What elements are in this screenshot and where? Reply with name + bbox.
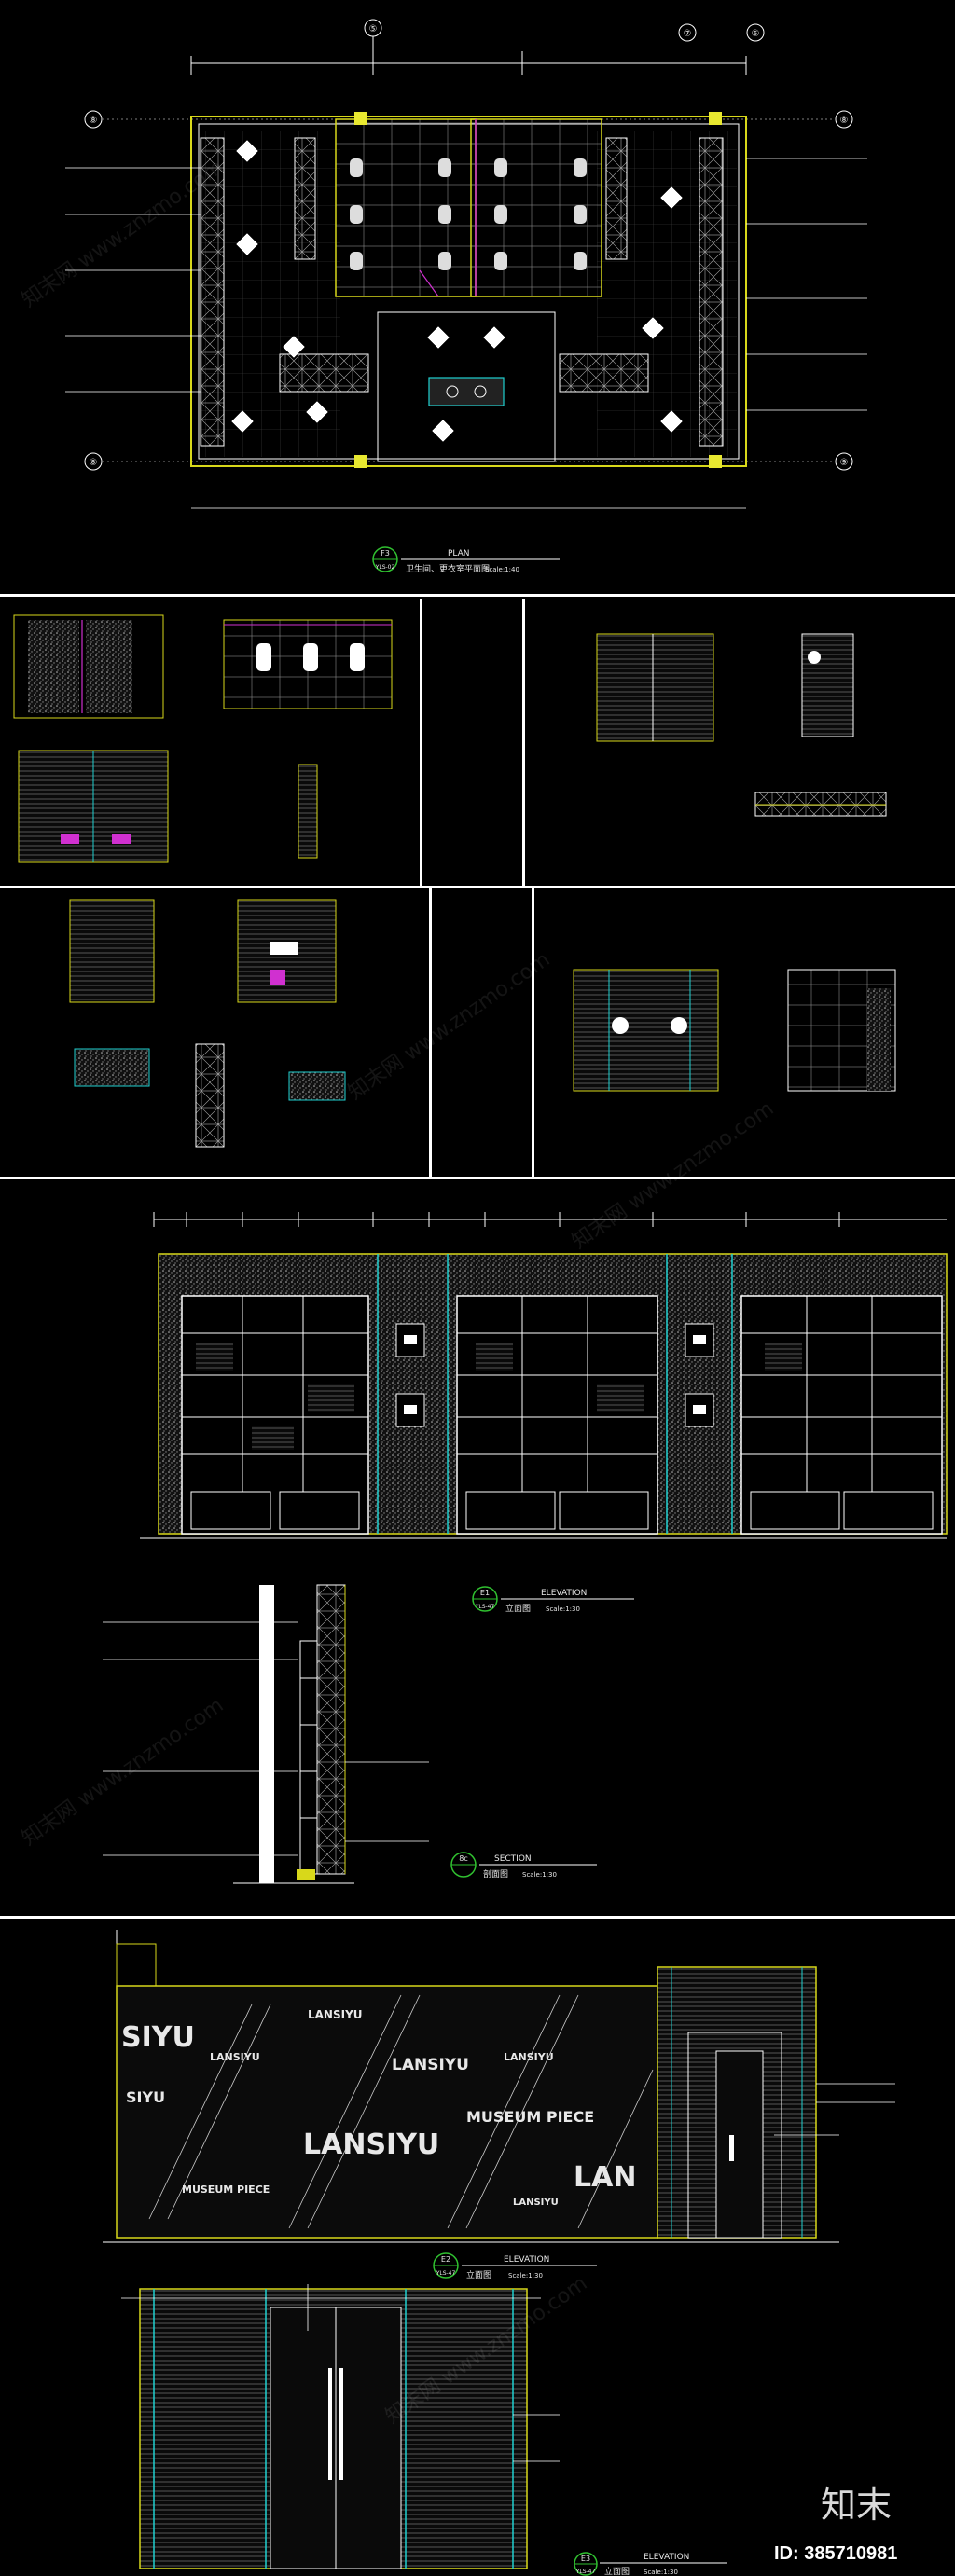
brand-logo: 知末 bbox=[821, 2485, 892, 2526]
svg-text:MUSEUM PIECE: MUSEUM PIECE bbox=[466, 2108, 594, 2126]
wall-section: 8c SECTION 剖面图 Scale:1:30 bbox=[103, 1584, 597, 1884]
svg-text:YLS-02: YLS-02 bbox=[375, 564, 395, 571]
svg-text:知末网 www.znzmo.com: 知末网 www.znzmo.com bbox=[18, 156, 228, 312]
svg-text:立面图: 立面图 bbox=[604, 2566, 630, 2576]
svg-text:知末网 www.znzmo.com: 知末网 www.znzmo.com bbox=[344, 948, 554, 1105]
svg-text:LANSIYU: LANSIYU bbox=[210, 2051, 260, 2063]
svg-text:LAN: LAN bbox=[574, 2161, 636, 2194]
svg-text:SIYU: SIYU bbox=[126, 2088, 165, 2106]
svg-text:E3: E3 bbox=[581, 2555, 590, 2563]
svg-text:LANSIYU: LANSIYU bbox=[513, 2197, 559, 2208]
svg-text:⑦: ⑦ bbox=[684, 29, 692, 39]
svg-text:8c: 8c bbox=[459, 1854, 468, 1863]
elevation-markers bbox=[230, 139, 684, 443]
svg-text:MUSEUM PIECE: MUSEUM PIECE bbox=[182, 2183, 270, 2196]
svg-text:Scale:1:40: Scale:1:40 bbox=[485, 566, 519, 573]
svg-text:SECTION: SECTION bbox=[494, 1854, 532, 1864]
svg-text:⑥: ⑥ bbox=[752, 29, 760, 39]
svg-text:⑨: ⑨ bbox=[840, 458, 849, 468]
svg-text:Scale:1:30: Scale:1:30 bbox=[546, 1605, 580, 1613]
grid-bubble-right-bottom: ⑨ bbox=[835, 452, 853, 471]
svg-text:⑧: ⑧ bbox=[840, 116, 849, 126]
svg-text:LANSIYU: LANSIYU bbox=[308, 2008, 363, 2021]
svg-text:LANSIYU: LANSIYU bbox=[392, 2056, 469, 2074]
svg-text:知末: 知末 bbox=[821, 2485, 892, 2526]
svg-text:PLAN: PLAN bbox=[448, 549, 470, 558]
plan-title-block: F3 YLS-02 PLAN 卫生间、更衣室平面图 Scale:1:40 bbox=[372, 546, 560, 574]
elevation-e3-title: E3 YLS-47 ELEVATION 立面图 Scale:1:30 bbox=[574, 2552, 727, 2576]
svg-text:LANSIYU: LANSIYU bbox=[504, 2051, 554, 2063]
svg-text:F3: F3 bbox=[381, 549, 390, 558]
svg-text:ELEVATION: ELEVATION bbox=[644, 2553, 689, 2562]
svg-text:卫生间、更衣室平面图: 卫生间、更衣室平面图 bbox=[406, 563, 490, 574]
svg-text:YLS-47: YLS-47 bbox=[436, 2270, 456, 2277]
svg-text:剖面图: 剖面图 bbox=[483, 1868, 508, 1880]
svg-text:SIYU: SIYU bbox=[121, 2021, 195, 2054]
grid-bubble-top-3: ⑥ bbox=[746, 23, 765, 42]
grid-bubble-top-2: ⑦ bbox=[678, 23, 697, 42]
elevation-e2-title: E2 YLS-47 ELEVATION 立面图 Scale:1:30 bbox=[433, 2252, 597, 2280]
svg-text:YLS-47: YLS-47 bbox=[575, 2569, 596, 2575]
graphic-wall-lettering: SIYU LANSIYU SIYU LANSIYU LANSIYU LANSIY… bbox=[121, 2008, 636, 2208]
section-title: 8c SECTION 剖面图 Scale:1:30 bbox=[450, 1852, 597, 1880]
svg-text:⑧: ⑧ bbox=[90, 458, 98, 468]
svg-text:Scale:1:30: Scale:1:30 bbox=[508, 2272, 543, 2280]
grid-bubble-right-top: ⑧ bbox=[835, 110, 853, 129]
detail-panels-row-1 bbox=[13, 599, 887, 886]
svg-text:Scale:1:30: Scale:1:30 bbox=[522, 1871, 557, 1879]
elevation-e3: E3 YLS-47 ELEVATION 立面图 Scale:1:30 bbox=[121, 2284, 727, 2576]
svg-text:E2: E2 bbox=[441, 2255, 450, 2264]
elevation-e2: SIYU LANSIYU SIYU LANSIYU LANSIYU LANSIY… bbox=[103, 1930, 895, 2280]
bookshelf-unit-1 bbox=[181, 1295, 369, 1535]
bookshelf-unit-3 bbox=[740, 1295, 943, 1535]
elevation-e1-title: E1 YLS-47 ELEVATION 立面图 Scale:1:30 bbox=[472, 1586, 634, 1614]
svg-text:YLS-47: YLS-47 bbox=[475, 1604, 495, 1610]
svg-text:知末网 www.znzmo.com: 知末网 www.znzmo.com bbox=[18, 1694, 228, 1851]
svg-text:知末网 www.znzmo.com: 知末网 www.znzmo.com bbox=[568, 1097, 778, 1254]
detail-panels-row-2 bbox=[69, 888, 896, 1177]
image-id-label: ID: 385710981 bbox=[774, 2543, 897, 2564]
grid-bubble-left-bottom: ⑧ bbox=[84, 452, 103, 471]
svg-text:ID: 385710981: ID: 385710981 bbox=[774, 2543, 897, 2564]
bookshelf-unit-2 bbox=[456, 1295, 658, 1535]
grid-bubble-top-1: ⑤ bbox=[364, 19, 382, 51]
grid-bubble-left-top: ⑧ bbox=[84, 110, 103, 129]
svg-text:LANSIYU: LANSIYU bbox=[303, 2128, 439, 2161]
plan-view: ⑤ ⑦ ⑥ ⑧ ⑧ ⑧ ⑨ bbox=[65, 19, 867, 574]
svg-text:Scale:1:30: Scale:1:30 bbox=[644, 2569, 678, 2576]
svg-text:⑤: ⑤ bbox=[369, 24, 378, 34]
svg-text:立面图: 立面图 bbox=[466, 2269, 491, 2280]
elevation-e1: E1 YLS-47 ELEVATION 立面图 Scale:1:30 bbox=[140, 1212, 948, 1614]
svg-text:ELEVATION: ELEVATION bbox=[504, 2255, 549, 2265]
svg-text:⑧: ⑧ bbox=[90, 116, 98, 126]
svg-text:E1: E1 bbox=[480, 1589, 490, 1597]
svg-text:立面图: 立面图 bbox=[505, 1603, 531, 1614]
svg-text:ELEVATION: ELEVATION bbox=[541, 1589, 587, 1598]
toilet-fixtures bbox=[350, 158, 587, 270]
